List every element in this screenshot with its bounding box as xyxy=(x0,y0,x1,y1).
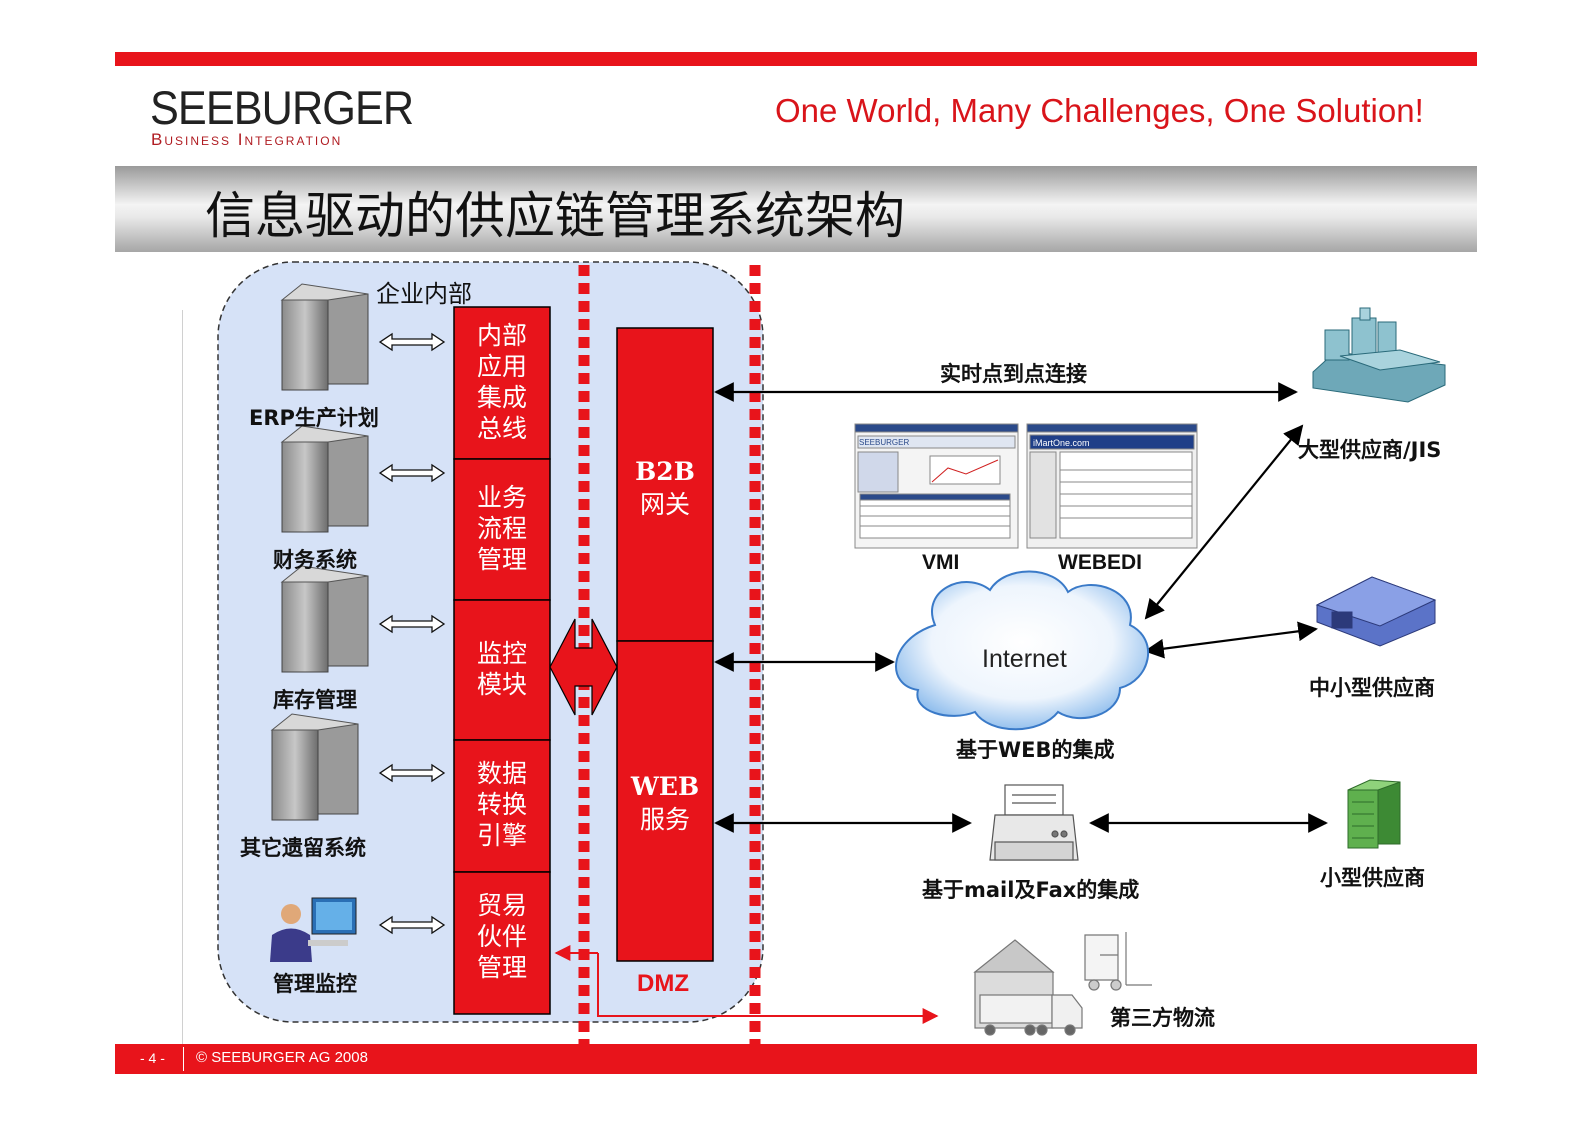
system-legacy-label: 其它遗留系统 xyxy=(240,836,366,860)
webedi-screenshot xyxy=(1026,423,1198,549)
vmi-screenshot xyxy=(854,423,1019,549)
vmi-label: VMI xyxy=(922,551,960,574)
footer-bar xyxy=(115,1044,1477,1074)
footer-separator xyxy=(183,1047,184,1071)
office-building-icon xyxy=(1315,576,1437,647)
logistics-link xyxy=(597,953,939,1024)
internet-label: Internet xyxy=(982,645,1067,673)
server-legacy-icon xyxy=(270,713,359,821)
large-supplier-arrow xyxy=(1144,424,1304,620)
system-finance-label: 财务系统 xyxy=(273,548,357,572)
webedi-header-text: iMartOne.com xyxy=(1033,438,1090,448)
large-supplier-label: 大型供应商/JIS xyxy=(1298,438,1442,462)
web-integration-label: 基于WEB的集成 xyxy=(956,738,1115,762)
truck-icon xyxy=(973,939,1083,1036)
left-divider xyxy=(182,310,183,1045)
page-number: - 4 - xyxy=(140,1050,165,1066)
server-inventory-icon xyxy=(280,565,369,673)
server-finance-icon xyxy=(280,425,369,533)
bus-block-4: 数据转换引擎 xyxy=(476,759,527,850)
system-inventory-label: 库存管理 xyxy=(273,688,357,712)
bus-block-5: 贸易伙伴管理 xyxy=(476,891,527,982)
mid-supplier-label: 中小型供应商 xyxy=(1309,676,1435,700)
mail-fax-label: 基于mail及Fax的集成 xyxy=(922,878,1140,902)
title-bar xyxy=(115,166,1477,252)
system-monitor-label: 管理监控 xyxy=(273,972,357,996)
bus-gateway-arrow xyxy=(549,618,618,716)
copyright: © SEEBURGER AG 2008 xyxy=(196,1049,368,1066)
bus-block-1: 内部应用集成总线 xyxy=(476,321,527,443)
internet-cloud-icon xyxy=(895,570,1149,731)
bus-block-3: 监控模块 xyxy=(476,639,527,699)
small-supplier-label: 小型供应商 xyxy=(1320,866,1425,890)
small-building-icon xyxy=(1347,779,1401,849)
logistics-label: 第三方物流 xyxy=(1110,1006,1215,1030)
bus-block-2: 业务流程管理 xyxy=(476,483,527,574)
slide-title: 信息驱动的供应链管理系统架构 xyxy=(205,187,905,245)
forklift-icon xyxy=(1084,932,1152,991)
slogan: One World, Many Challenges, One Solution… xyxy=(775,92,1424,129)
operator-icon xyxy=(270,897,357,962)
integration-bus xyxy=(453,306,551,1015)
dmz-label: DMZ xyxy=(637,970,689,997)
logo-subtitle: Business Integration xyxy=(151,130,343,149)
top-red-bar xyxy=(115,52,1477,66)
fax-machine-icon xyxy=(989,784,1079,861)
enterprise-label: 企业内部 xyxy=(376,280,472,308)
vmi-header-text: SEEBURGER xyxy=(859,438,909,447)
dmz-gateway xyxy=(616,327,714,962)
seeburger-logo: SEEBURGER xyxy=(150,81,414,134)
p2p-label: 实时点到点连接 xyxy=(940,362,1087,386)
mid-supplier-arrow xyxy=(1144,621,1318,659)
webedi-label: WEBEDI xyxy=(1058,551,1142,574)
server-erp-icon xyxy=(280,283,369,391)
system-erp-label: ERP生产计划 xyxy=(249,406,379,430)
system-arrows xyxy=(378,332,446,935)
factory-icon xyxy=(1312,307,1446,403)
